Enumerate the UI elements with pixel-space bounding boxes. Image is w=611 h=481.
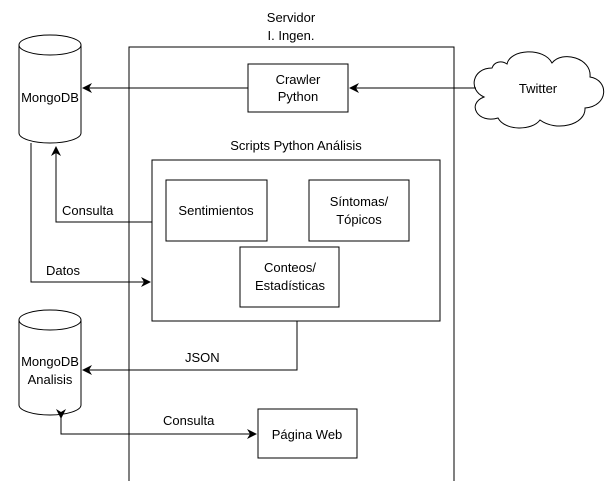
sintomas-node: Síntomas/ Tópicos bbox=[308, 179, 410, 242]
twitter-label: Twitter bbox=[519, 81, 558, 96]
server-title-line1: Servidor bbox=[267, 10, 316, 25]
edge-label-json: JSON bbox=[185, 350, 220, 365]
edge-scripts-consulta-mongodb bbox=[51, 146, 152, 223]
sentimientos-label: Sentimientos bbox=[178, 203, 254, 218]
conteos-label-line2: Estadísticas bbox=[255, 278, 326, 293]
mongodb-node: MongoDB bbox=[18, 34, 82, 144]
sintomas-box bbox=[308, 179, 410, 242]
edge-label-consulta-scripts: Consulta bbox=[62, 203, 114, 218]
sentimientos-node: Sentimientos bbox=[165, 179, 268, 242]
sintomas-label-line1: Síntomas/ bbox=[330, 194, 389, 209]
crawler-label-line2: Python bbox=[278, 89, 318, 104]
conteos-label-line1: Conteos/ bbox=[264, 260, 316, 275]
twitter-node: Twitter bbox=[473, 51, 605, 129]
scripts-group-label: Scripts Python Análisis bbox=[230, 138, 362, 153]
twitter-cloud-icon bbox=[473, 51, 605, 129]
pagina-web-box bbox=[257, 408, 358, 459]
mongodb-analisis-node: MongoDB Analisis bbox=[18, 309, 82, 416]
conteos-box bbox=[239, 246, 340, 308]
pagina-web-label: Página Web bbox=[272, 427, 343, 442]
server-title-line2: I. Ingen. bbox=[268, 28, 315, 43]
edge-label-consulta-web: Consulta bbox=[163, 413, 215, 428]
sentimientos-box bbox=[165, 179, 268, 242]
pagina-web-node: Página Web bbox=[257, 408, 358, 459]
mongodb-analisis-cylinder-top-icon bbox=[18, 319, 82, 331]
mongodb-label: MongoDB bbox=[21, 90, 79, 105]
mongodb-cylinder-icon bbox=[18, 34, 82, 144]
mongodb-analisis-cylinder-icon bbox=[18, 309, 82, 416]
sintomas-label-line2: Tópicos bbox=[336, 212, 382, 227]
edge-mongodb-analisis-consulta-web bbox=[56, 409, 257, 439]
conteos-node: Conteos/ Estadísticas bbox=[239, 246, 340, 308]
edge-label-datos: Datos bbox=[46, 263, 80, 278]
crawler-node: Crawler Python bbox=[247, 63, 349, 113]
crawler-box bbox=[247, 63, 349, 113]
edge-mongodb-datos-scripts bbox=[30, 143, 151, 287]
mongodb-analisis-label-line2: Analisis bbox=[28, 372, 73, 387]
mongodb-analisis-label-line1: MongoDB bbox=[21, 354, 79, 369]
edge-scripts-json-mongodb-analisis bbox=[82, 321, 298, 375]
mongodb-cylinder-top-icon bbox=[18, 44, 82, 56]
crawler-label-line1: Crawler bbox=[276, 72, 321, 87]
